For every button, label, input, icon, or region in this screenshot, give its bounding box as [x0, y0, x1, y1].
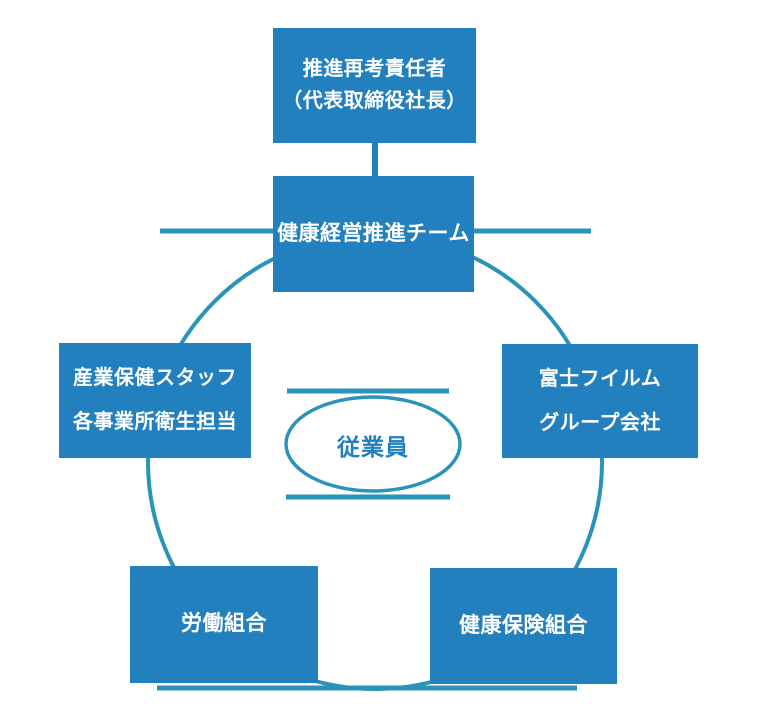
leader-box: 推進再考責任者 （代表取締役社長） — [273, 28, 476, 143]
promotion-team-box: 健康経営推進チーム — [273, 176, 474, 292]
labor-union-label: 労働組合 — [181, 612, 267, 636]
industrial-health-staff-box: 産業保健スタッフ 各事業所衛生担当 — [59, 343, 251, 458]
labor-union-box: 労働組合 — [130, 566, 318, 683]
staff-box-line2: 各事業所衛生担当 — [73, 411, 237, 433]
group-box-line1: 富士フイルム — [538, 367, 662, 390]
fujifilm-group-box: 富士フイルム グループ会社 — [502, 344, 698, 458]
promotion-team-label: 健康経営推進チーム — [277, 221, 470, 245]
group-box-line2: グループ会社 — [539, 411, 661, 434]
employee-label: 従業員 — [337, 433, 409, 460]
leader-team-connector — [372, 143, 378, 179]
health-insurance-label: 健康保険組合 — [459, 613, 588, 637]
staff-box-line1: 産業保健スタッフ — [73, 367, 237, 389]
leader-box-line2: （代表取締役社長） — [282, 90, 467, 112]
employee-ellipse — [284, 395, 462, 493]
health-insurance-box: 健康保険組合 — [430, 568, 617, 684]
leader-box-line1: 推進再考責任者 — [302, 58, 447, 80]
